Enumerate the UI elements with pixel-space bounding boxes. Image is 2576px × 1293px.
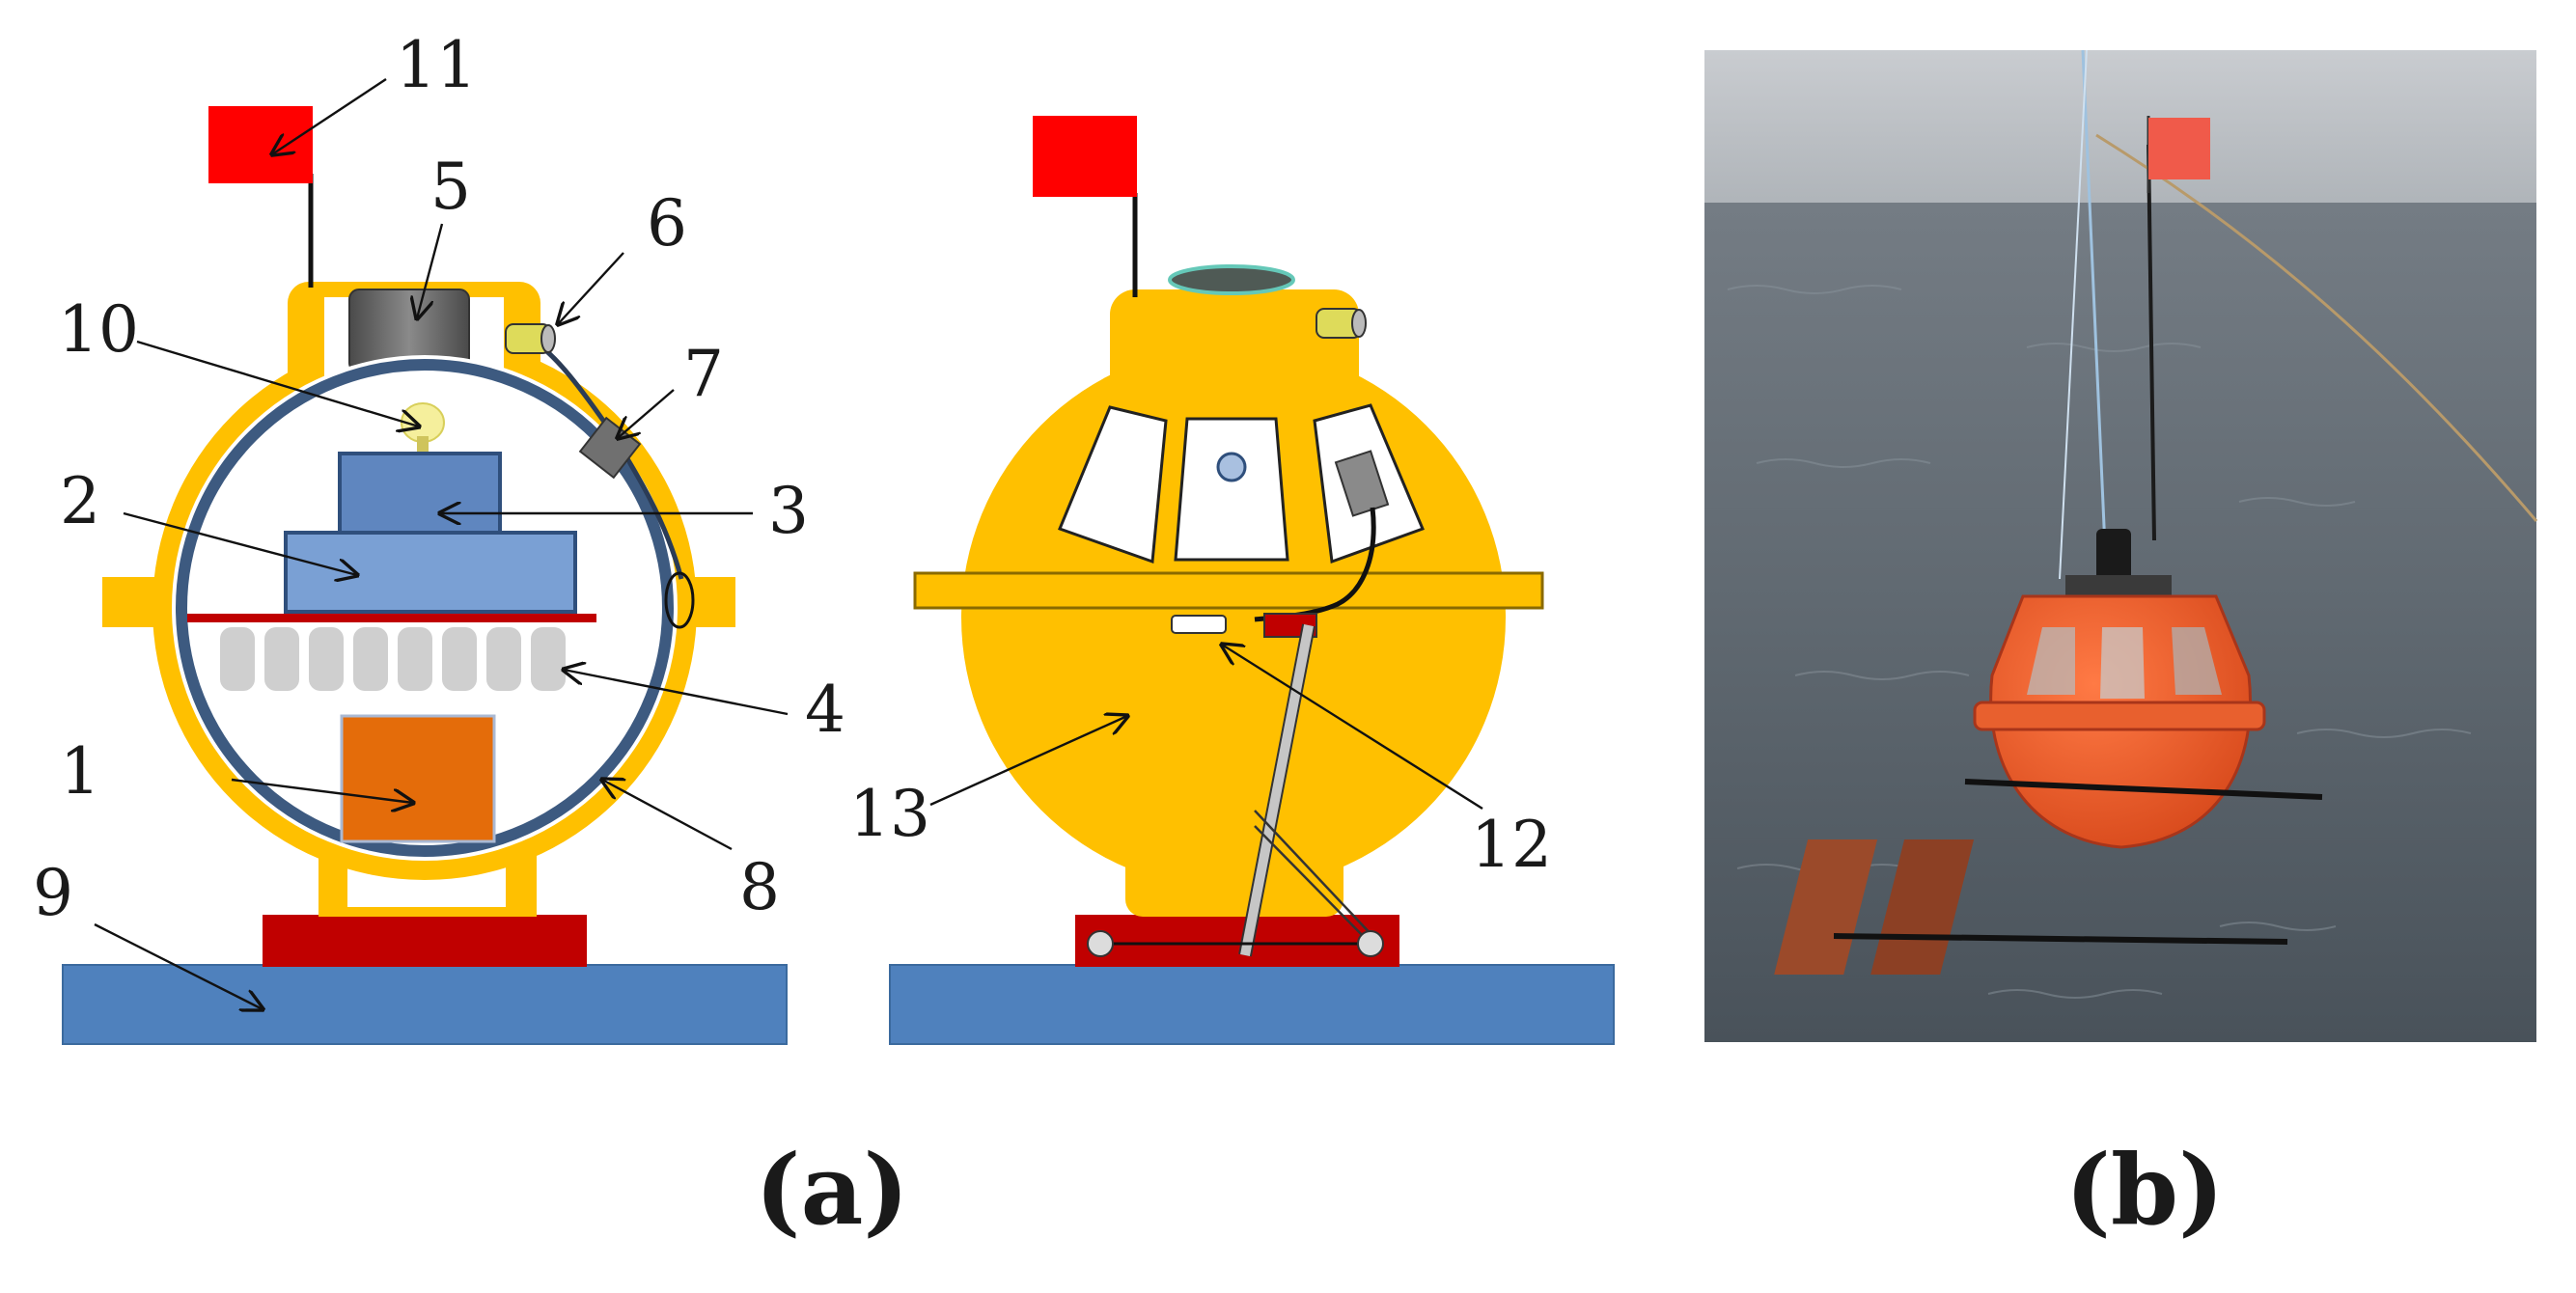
top-cap-ext bbox=[1168, 264, 1295, 295]
base-plate-ext bbox=[889, 964, 1615, 1045]
callout-arrows-left bbox=[94, 77, 789, 1009]
callout-labels-left: 1 2 3 4 5 6 7 8 9 10 11 bbox=[33, 28, 845, 930]
callout-3: 3 bbox=[768, 474, 809, 548]
loop-ring bbox=[664, 571, 695, 629]
callout-8: 8 bbox=[739, 850, 780, 924]
callout-6: 6 bbox=[647, 186, 687, 261]
sky bbox=[1704, 50, 2536, 212]
callout-arrows-right bbox=[929, 645, 1483, 811]
flag-ext bbox=[1033, 116, 1137, 197]
callout-1: 1 bbox=[60, 734, 100, 809]
base-block-ext bbox=[1075, 915, 1399, 967]
callout-10: 10 bbox=[58, 292, 139, 367]
cross-section-view: 1 2 3 4 5 6 7 8 9 10 11 bbox=[33, 28, 845, 1045]
external-view: 12 13 bbox=[849, 116, 1615, 1045]
callout-9: 9 bbox=[33, 856, 73, 930]
battery-cells bbox=[220, 627, 566, 691]
flag bbox=[208, 106, 313, 183]
instrument-lower bbox=[284, 531, 577, 614]
callout-labels-right: 12 13 bbox=[849, 777, 1552, 882]
ballast-box bbox=[340, 714, 496, 843]
window-center bbox=[1174, 417, 1289, 562]
base-plate bbox=[62, 964, 788, 1045]
deployment-photo bbox=[1704, 49, 2538, 1042]
callout-12: 12 bbox=[1471, 808, 1552, 882]
base-block bbox=[263, 915, 587, 967]
flange-bar bbox=[913, 571, 1544, 610]
instrument-upper bbox=[338, 452, 502, 535]
photo-flag bbox=[2148, 118, 2210, 179]
callout-11: 11 bbox=[396, 28, 477, 102]
shelf bbox=[187, 614, 596, 622]
panel-label-b: (b) bbox=[2065, 1133, 2225, 1247]
panel-label-a: (a) bbox=[755, 1133, 908, 1247]
callout-7: 7 bbox=[683, 337, 724, 411]
callout-2: 2 bbox=[60, 464, 100, 538]
release-hook bbox=[1171, 615, 1227, 634]
callout-4: 4 bbox=[805, 673, 845, 747]
callout-5: 5 bbox=[430, 150, 471, 224]
window-left bbox=[1058, 405, 1168, 564]
callout-13: 13 bbox=[849, 777, 930, 851]
